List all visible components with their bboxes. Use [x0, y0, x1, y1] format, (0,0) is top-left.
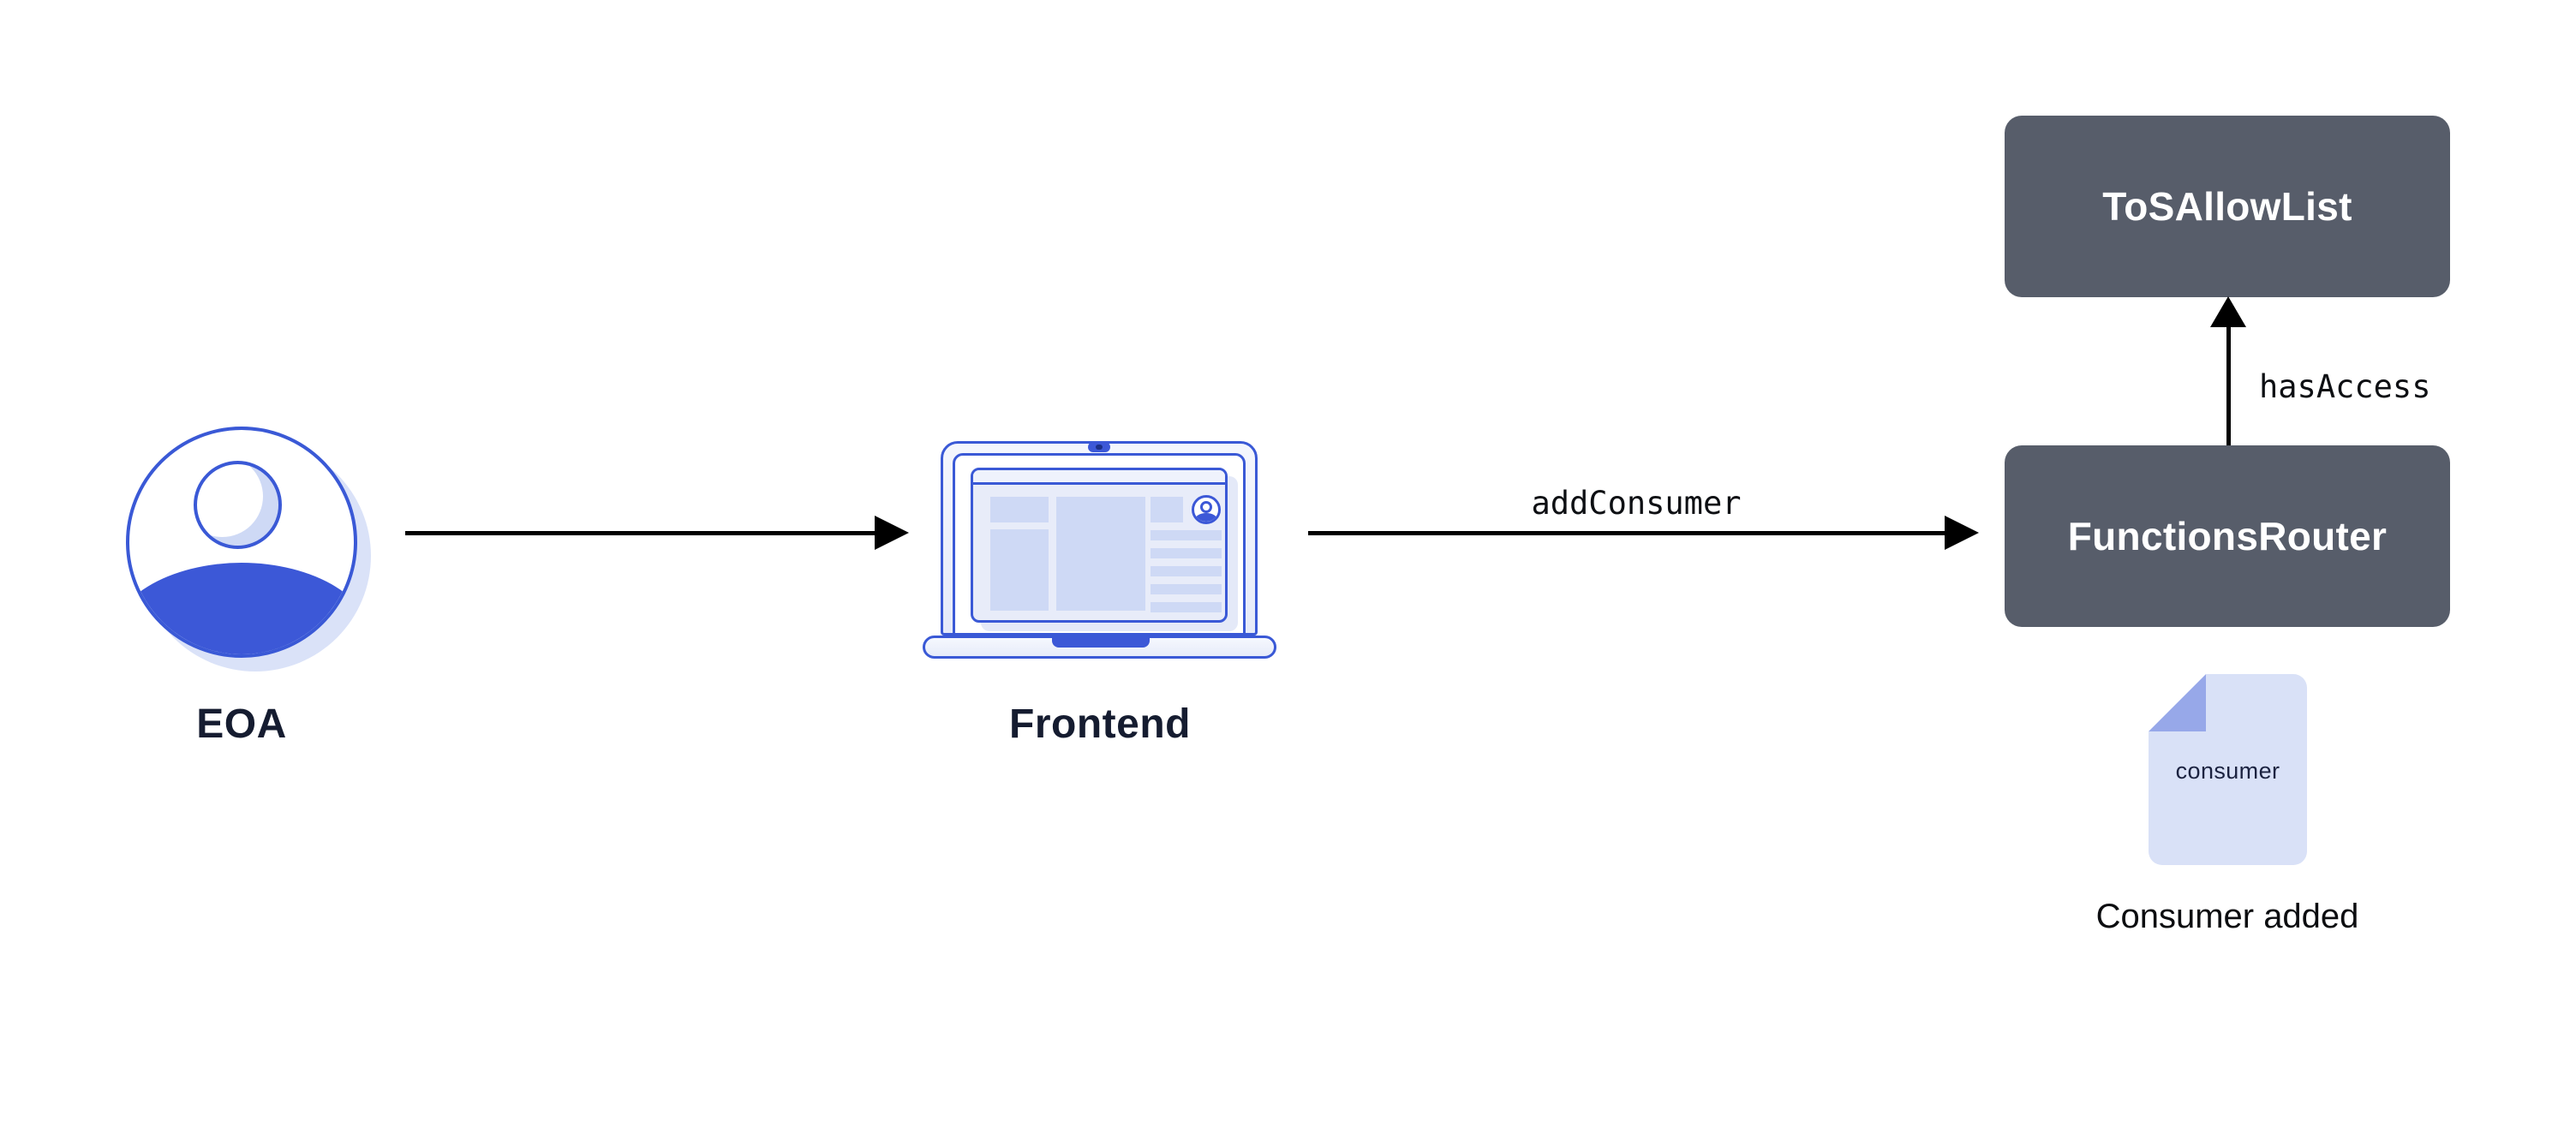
- laptop-camera-icon: [1088, 442, 1110, 452]
- user-avatar-icon: [126, 427, 357, 658]
- ui-block: [1151, 497, 1183, 522]
- consumer-doc-label: consumer: [2175, 758, 2280, 784]
- arrowhead-right-icon: [1945, 516, 1979, 550]
- ui-text-line: [1151, 602, 1222, 612]
- ui-block: [990, 497, 1049, 522]
- frontend-label: Frontend: [1009, 701, 1191, 747]
- functions-router-node: FunctionsRouter: [2005, 445, 2450, 627]
- arrow-router-to-tos: [2226, 324, 2231, 445]
- tos-allow-list-node: ToSAllowList: [2005, 116, 2450, 297]
- document-icon: consumer: [2149, 674, 2307, 865]
- hasaccess-edge-label: hasAccess: [2259, 368, 2431, 405]
- ui-block: [990, 529, 1049, 611]
- ui-text-line: [1151, 530, 1222, 540]
- functions-router-label: FunctionsRouter: [2067, 514, 2388, 558]
- laptop-base: [923, 636, 1276, 659]
- addconsumer-edge-label: addConsumer: [1531, 485, 1742, 522]
- ui-text-line: [1151, 548, 1222, 558]
- browser-window: [971, 468, 1228, 623]
- arrowhead-up-icon: [2210, 296, 2246, 327]
- arrowhead-right-icon: [875, 516, 909, 550]
- avatar-head: [194, 461, 282, 549]
- consumer-added-caption: Consumer added: [2095, 898, 2359, 935]
- profile-avatar-icon: [1192, 495, 1221, 524]
- arrow-frontend-to-router: [1308, 531, 1949, 535]
- browser-topbar: [973, 470, 1225, 485]
- ui-text-line: [1151, 566, 1222, 576]
- avatar-shoulders: [129, 563, 354, 654]
- eoa-label: EOA: [196, 701, 287, 747]
- ui-text-line: [1151, 584, 1222, 594]
- ui-block: [1056, 497, 1145, 611]
- laptop-notch: [1052, 638, 1150, 648]
- document-fold-corner: [2149, 674, 2206, 731]
- arrow-eoa-to-frontend: [405, 531, 879, 535]
- tos-allow-list-label: ToSAllowList: [2102, 184, 2352, 229]
